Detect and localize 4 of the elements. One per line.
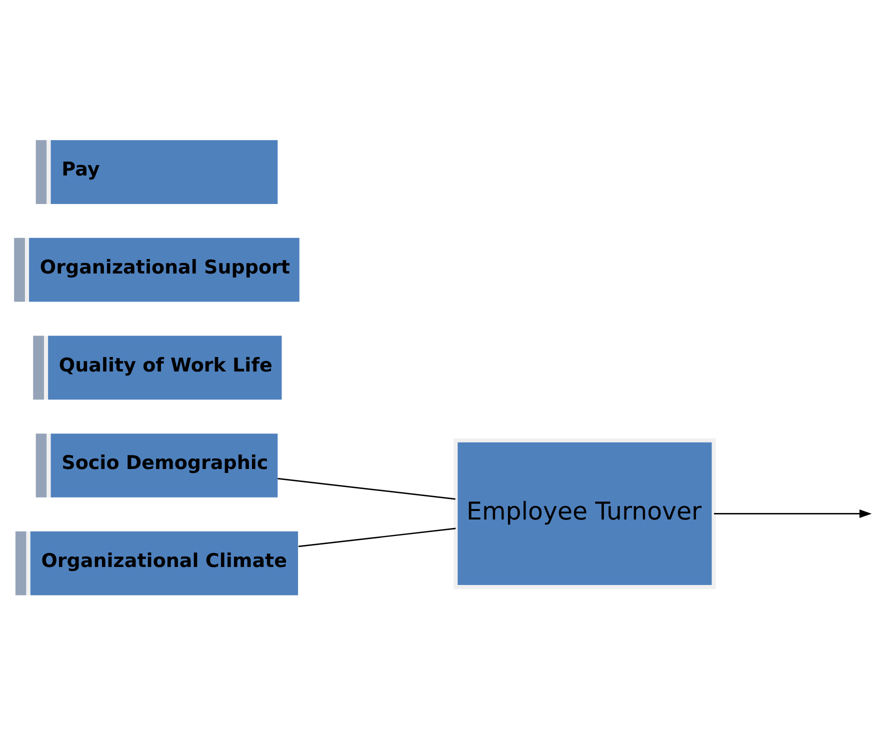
arrow <box>714 509 872 518</box>
node-box: Employee Turnover <box>454 438 716 590</box>
connector <box>298 528 456 548</box>
connector <box>278 478 456 500</box>
